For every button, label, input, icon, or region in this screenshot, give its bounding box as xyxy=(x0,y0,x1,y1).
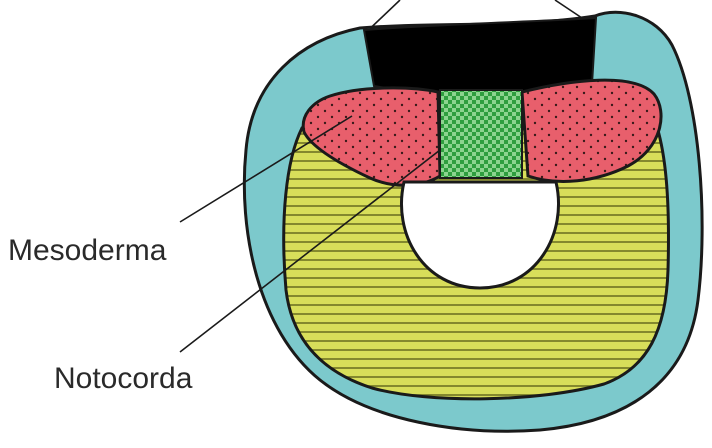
notocorda-label: Notocorda xyxy=(54,364,192,394)
notochord xyxy=(440,90,522,178)
mesoderma-label: Mesoderma xyxy=(8,236,166,266)
